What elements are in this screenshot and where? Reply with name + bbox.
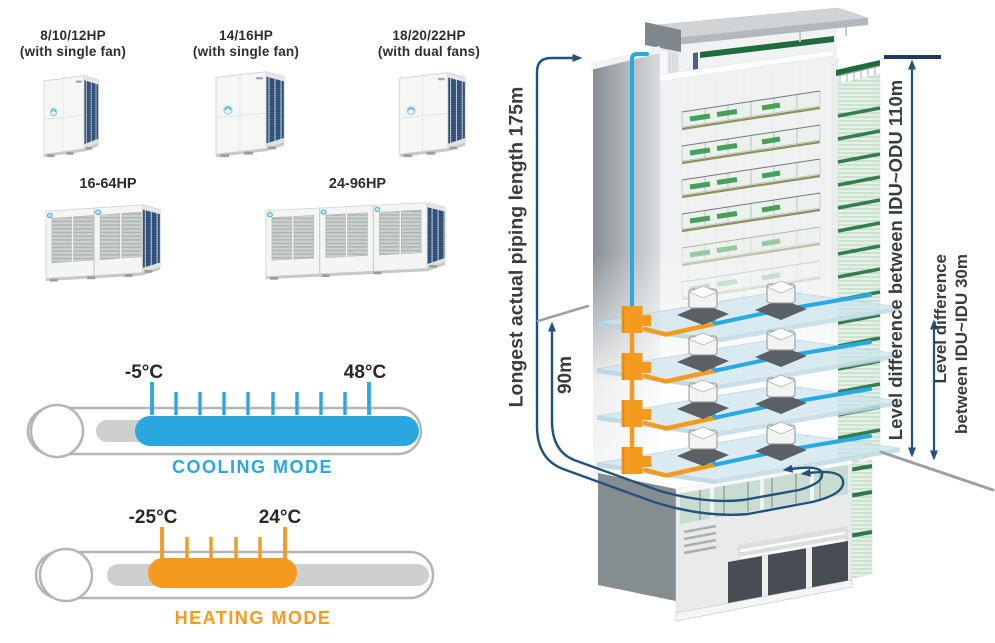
annotation-riser-90m: 90m	[555, 355, 576, 395]
level-tick-90m	[536, 304, 590, 323]
product-card-label-3: 18/20/22HP (with dual fans)	[362, 28, 496, 60]
cooling-thermometer	[26, 382, 423, 459]
product-sublabel: (with single fan)	[19, 44, 127, 59]
cooling-mode-label: COOLING MODE	[172, 457, 333, 477]
product-label: 8/10/12HP	[40, 28, 106, 43]
product-label-16-64: 16-64HP	[79, 176, 137, 192]
heating-max-temp: 24°C	[258, 507, 302, 528]
annotation-piping-length: Longest actual piping length 175m	[505, 86, 528, 408]
cooling-min-temp: -5°C	[124, 362, 164, 383]
annotation-level-idu-odu: Level difference between IDU~ODU 110m	[885, 79, 906, 441]
product-label: 18/20/22HP	[392, 28, 466, 43]
riser-height-arrow	[548, 321, 824, 503]
outdoor-unit-image-two-module	[45, 204, 161, 282]
building-illustration	[535, 7, 995, 622]
product-label: 14/16HP	[219, 28, 273, 43]
product-sublabel: (with single fan)	[192, 44, 300, 59]
heating-thermometer	[34, 527, 435, 603]
product-sublabel: (with dual fans)	[377, 44, 481, 59]
outdoor-unit-image-small	[43, 74, 99, 158]
product-card-label-2: 14/16HP (with single fan)	[180, 28, 312, 60]
annotation-level-idu-idu: Level difference between IDU~IDU 30m	[931, 254, 971, 434]
outdoor-unit-image-medium	[215, 71, 285, 158]
heating-mode-label: HEATING MODE	[174, 608, 332, 628]
outdoor-unit-image-three-module	[265, 202, 446, 281]
level-tick-ground	[879, 450, 995, 492]
product-label-24-96: 24-96HP	[328, 176, 387, 192]
heating-min-temp: -25°C	[128, 507, 178, 528]
outdoor-unit-image-dual-fan	[399, 72, 466, 158]
cooling-max-temp: 48°C	[343, 362, 387, 383]
piping-length-arrow	[535, 54, 845, 516]
product-card-label-1: 8/10/12HP (with single fan)	[8, 28, 138, 60]
